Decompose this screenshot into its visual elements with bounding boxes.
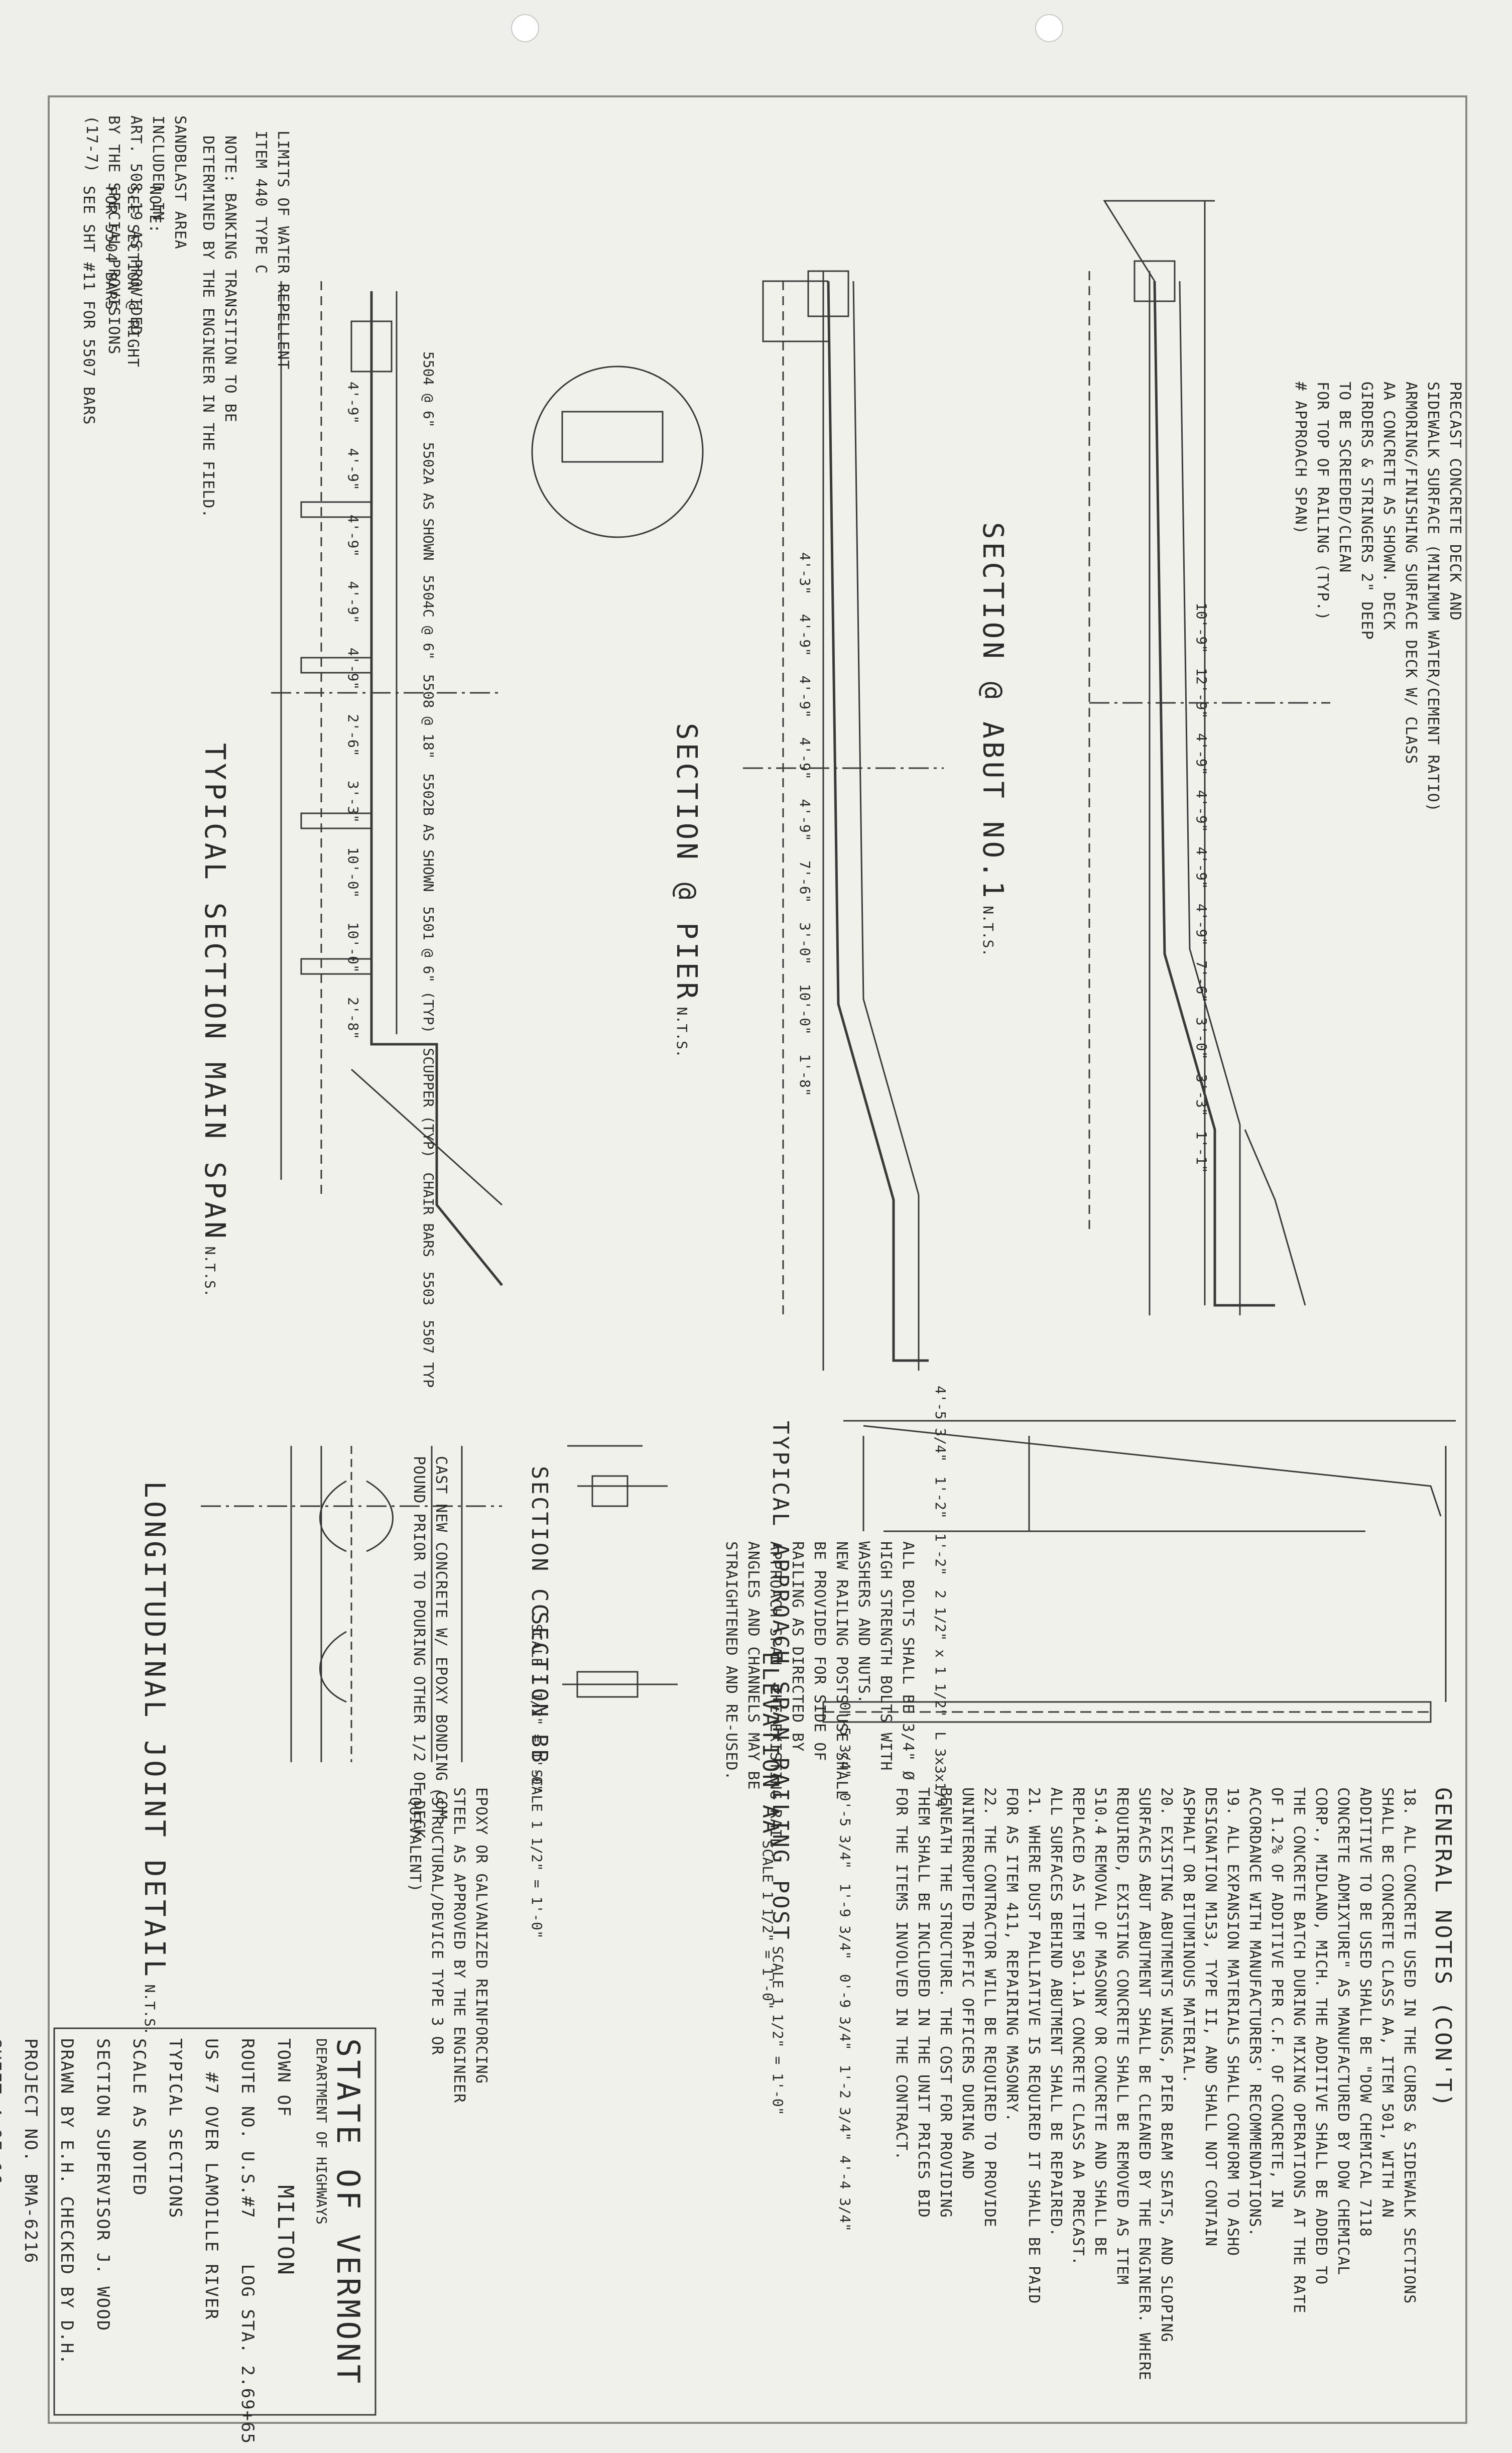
route-line: ROUTE NO. U.S.#7 LOG STA. 2.69+65	[237, 2038, 258, 2444]
railing-post-drawing	[843, 1420, 1456, 1702]
water-repellent-note: LIMITS OF WATER REPELLENT ITEM 440 TYPE …	[252, 131, 292, 370]
longitudinal-notes-top: CAST NEW CONCRETE W/ EPOXY BONDING COM- …	[410, 1456, 450, 1839]
deck-note: PRECAST CONCRETE DECK AND SIDEWALK SURFA…	[1292, 382, 1464, 812]
section-cc-drawing	[567, 1445, 668, 1507]
title-block-frame	[53, 2027, 376, 2416]
sections-note: NOTE: SEE SECTION @ RIGHT FOR 5504 BARS …	[80, 186, 164, 425]
town-line: TOWN OF MILTON	[273, 2038, 298, 2277]
state-title: STATE OF VERMONT	[330, 2038, 366, 2387]
sheet-number: SHEET 4 OF 16	[0, 2038, 5, 2185]
main-span-title: TYPICAL SECTION MAIN SPAN N.T.S.	[198, 743, 231, 1297]
longitudinal-joint-drawing	[201, 1446, 502, 1762]
section-bb-title: SECTION BB SCALE 1 1/2" = 1'-0"	[527, 1612, 552, 1939]
scale-line: SCALE AS NOTED	[129, 2038, 149, 2196]
binder-hole	[1035, 14, 1063, 42]
general-notes: GENERAL NOTES (CON'T) 18. ALL CONCRETE U…	[893, 1787, 1456, 2381]
department: DEPARTMENT OF HIGHWAYS	[313, 2038, 330, 2225]
detail-circle	[531, 365, 704, 538]
section-abut-title: SECTION @ ABUT NO.1 N.T.S.	[976, 522, 1009, 957]
binder-hole	[511, 14, 539, 42]
drawn-by: DRAWN BY E.H. CHECKED BY D.H.	[57, 2038, 77, 2366]
crossing: US #7 OVER LAMOILLE RIVER	[201, 2038, 221, 2320]
general-notes-title: GENERAL NOTES (CON'T)	[1430, 1787, 1456, 2109]
banking-note: NOTE: BANKING TRANSITION TO BE DETERMINE…	[199, 136, 239, 519]
abut-dims: 10'-9" 12'-9" 4'-9" 4'-9" 4'-9" 4'-9" 7'…	[1193, 602, 1210, 1173]
railing-dims: 4'-5 3/4" 1'-2" 1'-2" 2 1/2" x 1 1/2" L …	[932, 1386, 949, 1808]
pier-dims: 4'-3" 4'-9" 4'-9" 4'-9" 4'-9" 7'-6" 3'-0…	[797, 552, 813, 1096]
longitudinal-title: LONGITUDINAL JOINT DETAIL N.T.S.	[138, 1481, 171, 2035]
drawing-sheet	[48, 95, 1467, 2424]
main-dims: 4'-9" 4'-9" 4'-9" 4'-9" 4'-9" 2'-6" 3'-3…	[345, 382, 361, 1040]
supervisor: SECTION SUPERVISOR J. WOOD	[93, 2038, 113, 2332]
section-pier-title: SECTION @ PIER N.T.S.	[670, 723, 703, 1058]
elevation-aa-drawing	[822, 1701, 1432, 1723]
railing-notes: ALL BOLTS SHALL BE 3/4" Ø HIGH STRENGTH …	[722, 1541, 917, 1848]
section-bb-drawing	[562, 1671, 678, 1698]
section-abut-drawing	[1088, 200, 1330, 1315]
project-no: PROJECT NO. BMA-6216	[21, 2038, 41, 2264]
sheet-title: TYPICAL SECTIONS	[165, 2038, 185, 2219]
longitudinal-notes-bottom: EPOXY OR GALVANIZED REINFORCING STEEL AS…	[406, 1787, 490, 2104]
main-span-drawing	[271, 281, 503, 1286]
bar-callouts: 5504 @ 6" 5502A AS SHOWN 5504C @ 6" 5508…	[420, 351, 437, 1388]
section-pier-drawing	[743, 270, 944, 1371]
title-block: STATE OF VERMONT DEPARTMENT OF HIGHWAYS …	[0, 2038, 366, 2444]
